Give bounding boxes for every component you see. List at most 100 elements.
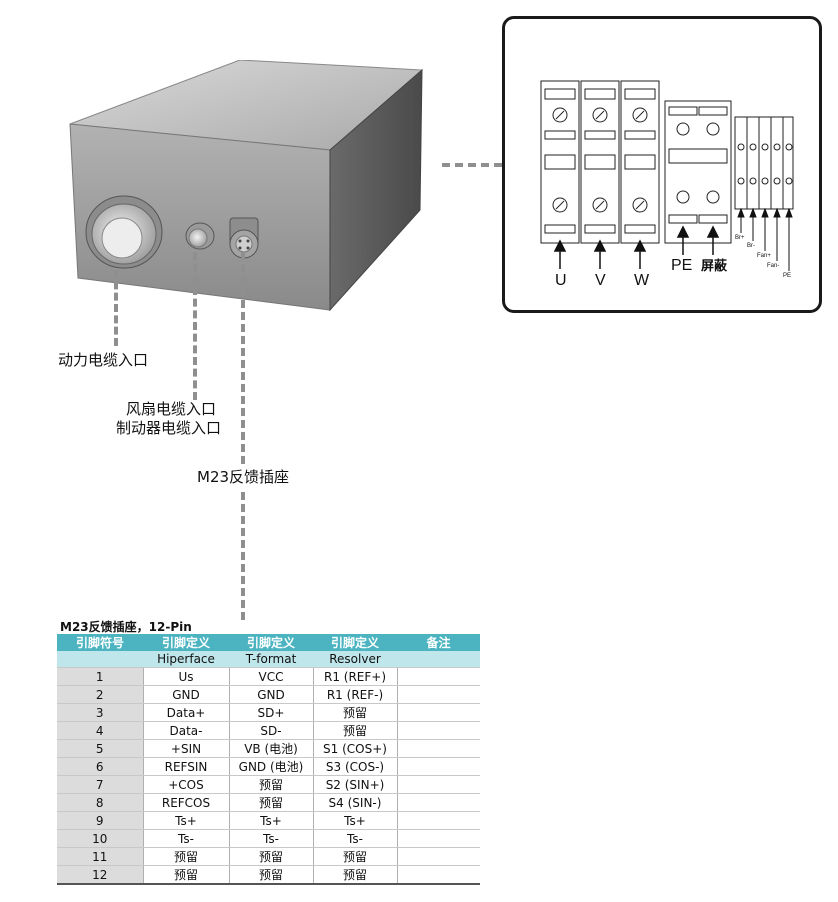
terminal-label-shield: 屏蔽 [701,258,728,273]
remarks-cell [396,793,480,812]
subheader-resolver: Resolver [313,651,397,668]
resolver-cell: 预留 [312,865,397,885]
pin-number-cell: 8 [57,793,143,812]
remarks-cell [396,811,480,830]
resolver-cell: R1 (REF-) [312,685,397,704]
enclosure-side-face [329,68,423,312]
tformat-cell: SD- [228,721,313,740]
terminal-connector-line [442,163,502,167]
tformat-cell: 预留 [228,775,313,794]
pin-number-cell: 3 [57,703,143,722]
terminal-label-fan-plus: Fan+ [757,253,771,259]
resolver-cell: Ts- [312,829,397,848]
subheader-tformat: T-format [229,651,313,668]
resolver-cell: 预留 [312,721,397,740]
header-pin-symbol: 引脚符号 [57,634,143,651]
m23-leader-line-upper [241,252,245,464]
remarks-cell [396,721,480,740]
resolver-cell: S1 (COS+) [312,739,397,758]
tformat-cell: SD+ [228,703,313,722]
hiperface-cell: Ts+ [142,811,229,830]
terminal-u-icon [540,80,580,244]
fan-cable-leader-line [193,252,197,400]
remarks-cell [396,829,480,848]
header-remarks: 备注 [397,634,480,651]
hiperface-cell: 预留 [142,847,229,866]
terminal-pe-shield-icon [664,100,732,244]
pin-table: 引脚符号 引脚定义 引脚定义 引脚定义 备注 Hiperface T-forma… [57,634,480,885]
terminal-label-br-minus: Br- [747,243,755,249]
resolver-cell: S2 (SIN+) [312,775,397,794]
remarks-cell [396,757,480,776]
terminal-label-pe: PE [671,257,692,274]
remarks-cell [396,865,480,885]
tformat-cell: 预留 [228,847,313,866]
subheader-remarks [397,651,480,668]
terminal-block-panel: U V W PE 屏蔽 Br+ Br- Fan+ Fan- PE [502,16,822,313]
hiperface-cell: Data+ [142,703,229,722]
brake-cable-entry-label: 制动器电缆入口 [116,419,222,437]
terminal-block-drawing: U V W PE 屏蔽 Br+ Br- Fan+ Fan- PE [540,80,794,289]
m23-socket-icon [229,217,259,259]
resolver-cell: 预留 [312,847,397,866]
pin-number-cell: 9 [57,811,143,830]
terminal-label-br-plus: Br+ [735,235,745,241]
terminal-v-icon [580,80,620,244]
power-cable-entry-label: 动力电缆入口 [58,351,149,369]
remarks-cell [396,685,480,704]
tformat-cell: VCC [228,667,313,686]
hiperface-cell: +SIN [142,739,229,758]
pin-number-cell: 7 [57,775,143,794]
terminal-label-w: W [634,272,650,289]
hiperface-cell: +COS [142,775,229,794]
remarks-cell [396,739,480,758]
pin-table-subheader-row: Hiperface T-format Resolver [57,651,480,668]
fan-cable-entry-label: 风扇电缆入口 [126,400,217,418]
hiperface-cell: REFSIN [142,757,229,776]
terminal-w-icon [620,80,660,244]
device-enclosure-illustration [69,60,424,312]
remarks-cell [396,775,480,794]
hiperface-cell: 预留 [142,865,229,885]
m23-socket-label: M23反馈插座 [197,468,290,486]
fan-brake-cable-gland-icon [185,222,215,250]
subheader-empty [57,651,143,668]
small-terminal-wires [737,207,793,271]
terminal-label-fan-minus: Fan- [767,263,779,269]
remarks-cell [396,667,480,686]
m23-leader-line-lower [241,492,245,620]
pin-table-header-row: 引脚符号 引脚定义 引脚定义 引脚定义 备注 [57,634,480,651]
terminal-label-pe-small: PE [783,273,791,279]
remarks-cell [396,847,480,866]
resolver-cell: Ts+ [312,811,397,830]
hiperface-cell: REFCOS [142,793,229,812]
power-cable-gland-icon [85,195,163,269]
remarks-cell [396,703,480,722]
terminal-small-block-icon [734,116,794,210]
pin-number-cell: 2 [57,685,143,704]
tformat-cell: GND (电池) [228,757,313,776]
tformat-cell: Ts- [228,829,313,848]
hiperface-cell: Data- [142,721,229,740]
tformat-cell: GND [228,685,313,704]
tformat-cell: VB (电池) [228,739,313,758]
hiperface-cell: Us [142,667,229,686]
hiperface-cell: Ts- [142,829,229,848]
tformat-cell: Ts+ [228,811,313,830]
header-pin-def-hiperface: 引脚定义 [143,634,229,651]
terminal-arrows [553,225,720,269]
hiperface-cell: GND [142,685,229,704]
resolver-cell: S4 (SIN-) [312,793,397,812]
